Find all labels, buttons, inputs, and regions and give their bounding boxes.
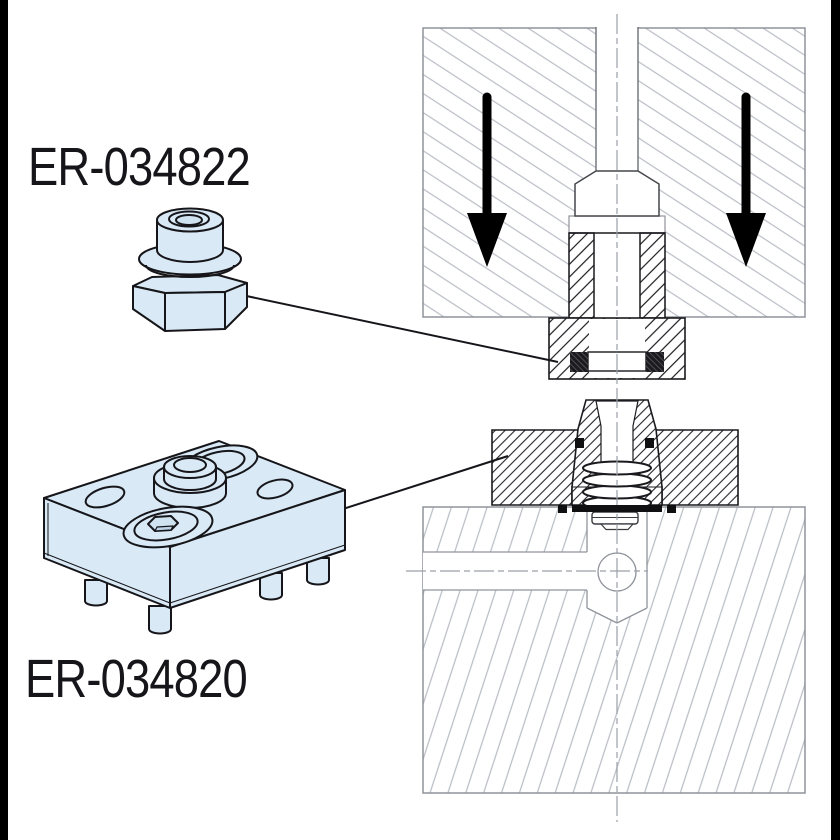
hex-nut-illustration: [132, 207, 248, 332]
leader-nut: [236, 293, 559, 363]
base-block: [422, 506, 806, 794]
dowel-hole-right: [256, 478, 294, 500]
centerlines: [406, 14, 648, 822]
clamping-plate-illustration: [43, 440, 346, 635]
collet: [571, 399, 663, 511]
left-edge-bar: [0, 0, 8, 840]
locating-pins: [84, 557, 330, 635]
part-number-plate: ER-034820: [25, 649, 248, 709]
down-arrow-left: [467, 92, 507, 267]
down-arrow-right: [726, 92, 766, 267]
right-edge-bar: [831, 0, 840, 840]
press-ram-block: [422, 26, 806, 319]
o-ring-left: [575, 438, 584, 448]
seam-seal-bar: [572, 505, 662, 512]
leader-plate: [317, 455, 509, 518]
dowel-hole-left: [84, 485, 126, 509]
clamping-plate-section: [491, 429, 739, 506]
leader-lines: [236, 293, 559, 518]
press-arrows: [467, 92, 766, 267]
socket-screw-front: [122, 505, 214, 549]
o-ring-right: [645, 438, 654, 448]
seals: [558, 352, 676, 513]
part-number-nut: ER-034822: [28, 137, 251, 197]
center-boss: [153, 455, 227, 509]
